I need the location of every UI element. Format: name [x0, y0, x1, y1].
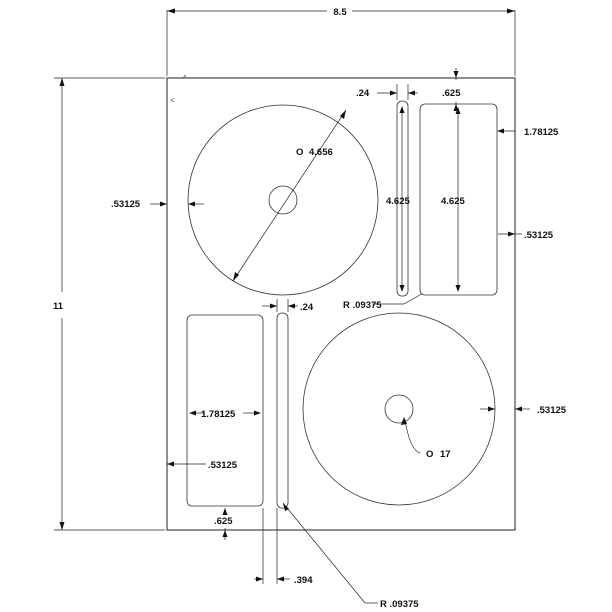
cd-label-top: [187, 104, 379, 296]
spine-bottom-radius-label: R .09375: [380, 599, 419, 610]
rect-label-top: [419, 68, 522, 296]
spine-bottom-width-label: .24: [300, 302, 314, 313]
spine-top-radius-label: R .09375: [343, 300, 382, 311]
rect-top-height-label: 4.625: [441, 196, 465, 207]
corner-mark-icon: <: [170, 96, 175, 105]
rect-bottom-width-label: 1.78125: [201, 409, 236, 420]
spine-top-width-label: .24: [356, 88, 370, 99]
cd-bottom-right-margin-label: .53125: [537, 405, 567, 416]
cd-top-left-margin-dimension: [150, 201, 204, 207]
corner-mark-icon: ^: [183, 74, 187, 83]
sheet-width-label: 8.5: [333, 7, 347, 18]
diameter-symbol: O: [296, 147, 303, 158]
rect-bottom-left-margin-label: .53125: [208, 460, 238, 471]
rect-top-width-label: 1.78125: [524, 127, 559, 138]
sheet-width-dimension: [166, 8, 516, 76]
diameter-symbol: O: [426, 449, 433, 460]
rect-top-right-margin-label: .53125: [524, 230, 554, 241]
cd-bottom-hole-label: 17: [440, 449, 451, 460]
cd-top-left-margin-label: .53125: [111, 199, 141, 210]
spine-strip-top: [377, 84, 418, 297]
sheet-height-dimension: [54, 77, 165, 531]
spine-top-height-label: 4.625: [386, 196, 410, 207]
rect-top-offset-label: .625: [442, 88, 461, 99]
rect-bottom-offset-label: .625: [214, 516, 233, 527]
cd-top-diameter-label: 4.656: [309, 147, 333, 158]
rect-label-bottom: [167, 314, 264, 540]
spine-strip-bottom: [254, 299, 378, 604]
cd-label-bottom: [302, 312, 530, 506]
sheet-height-label: 11: [53, 301, 64, 312]
spine-bottom-pitch-label: .394: [294, 575, 313, 586]
